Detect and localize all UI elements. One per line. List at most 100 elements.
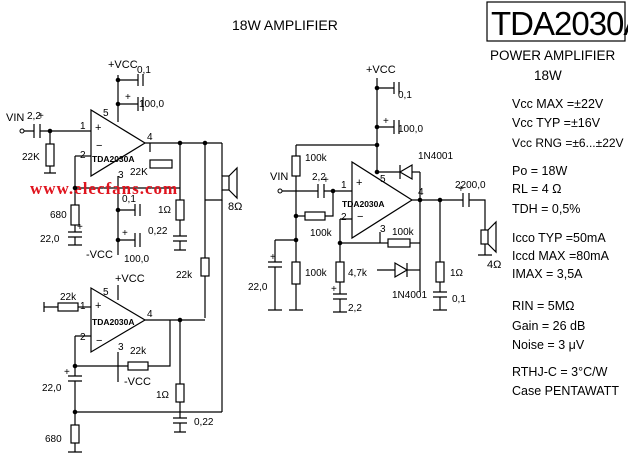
right-rfb-label: 100k xyxy=(392,227,415,238)
ic2-plus: + xyxy=(95,300,101,312)
ic3-pin3: 3 xyxy=(380,224,386,235)
svg-text:+: + xyxy=(458,184,464,195)
right-cin-label: 2,2 xyxy=(312,172,326,183)
ic2-pin3: 3 xyxy=(118,342,124,353)
ic3-pin2: 2 xyxy=(341,212,347,223)
ic1-pin5: 5 xyxy=(103,108,109,119)
spec-imax: IMAX = 3,5A xyxy=(512,267,583,281)
right-speaker-label: 4Ω xyxy=(487,259,501,271)
left-cgnd-label: 22,0 xyxy=(40,234,60,245)
left-vcc-pos-label: +VCC xyxy=(108,59,138,71)
left-c-zobel-label: 0,22 xyxy=(148,226,168,237)
ic2-rgnd-label: 680 xyxy=(45,434,62,445)
ic2-pin4: 4 xyxy=(147,309,153,320)
spec-noise: Noise = 3 μV xyxy=(512,338,585,352)
right-c-bypass-small-label: 0,1 xyxy=(398,90,412,101)
right-amplifier: TDA2030A + − 1 2 5 3 4 +VCC 0,1 + 100,0 … xyxy=(248,64,501,314)
junction-dots xyxy=(47,77,443,415)
ic2-vcc-pos-label: +VCC xyxy=(115,273,145,285)
left-c-bypass-small-neg-label: 0,1 xyxy=(122,194,136,205)
right-vcc-pos-label: +VCC xyxy=(366,64,396,76)
subtitle-18w: 18W xyxy=(534,68,562,83)
right-cout-label: 2200,0 xyxy=(455,180,486,191)
left-rbridge-label: 22k xyxy=(176,270,193,281)
svg-text:+: + xyxy=(38,111,44,122)
right-rgnd-label: 4,7k xyxy=(348,268,368,279)
left-upper-amplifier: TDA2030A + − 1 2 5 3 4 VIN 2,2 + 22K +VC… xyxy=(6,59,242,412)
ic2-vcc-neg-label: -VCC xyxy=(124,376,151,388)
ic3-minus: − xyxy=(357,211,363,223)
ic2-czobel-label: 0,22 xyxy=(194,417,214,428)
right-rzobel-label: 1Ω xyxy=(450,268,464,279)
spec-tdh: TDH = 0,5% xyxy=(512,202,580,216)
right-rbias-top-label: 100k xyxy=(305,153,328,164)
ic1-label: TDA2030A xyxy=(92,154,135,164)
spec-vcc-range: Vcc RNG =±6...±22V xyxy=(512,136,624,150)
ic1-opamp-symbol xyxy=(90,108,147,178)
spec-icco: Icco TYP =50mA xyxy=(512,231,606,245)
left-vin-label: VIN xyxy=(6,112,24,124)
watermark: www.elecfans.com xyxy=(30,179,178,198)
ic3-opamp-symbol xyxy=(351,160,414,240)
spec-rin: RIN = 5MΩ xyxy=(512,299,574,313)
spec-vcc-typ: Vcc TYP =±16V xyxy=(512,116,601,130)
subtitle-power-amplifier: POWER AMPLIFIER xyxy=(490,48,616,63)
chip-title-box xyxy=(486,1,626,42)
right-cbias-label: 22,0 xyxy=(248,282,268,293)
ic3-pin4: 4 xyxy=(418,187,424,198)
right-czobel-label: 0,1 xyxy=(452,294,466,305)
ic2-minus: − xyxy=(96,335,102,347)
left-vcc-neg-label: -VCC xyxy=(86,249,113,261)
right-diode-bottom-label: 1N4001 xyxy=(392,290,427,301)
left-c-bypass-big-label: 100,0 xyxy=(139,99,164,110)
spec-vcc-max: Vcc MAX =±22V xyxy=(512,97,604,111)
right-rbias-bottom-label: 100k xyxy=(305,268,328,279)
svg-text:+: + xyxy=(64,367,70,378)
spec-list: Vcc MAX =±22V Vcc TYP =±16V Vcc RNG =±6.… xyxy=(512,97,624,398)
left-rzobel-label: 1Ω xyxy=(158,205,172,216)
ic1-pin1: 1 xyxy=(80,121,86,132)
spec-iccd: Iccd MAX =80mA xyxy=(512,249,610,263)
chip-title: TDA2030A xyxy=(491,5,628,42)
right-diode-top-label: 1N4001 xyxy=(418,151,453,162)
ic3-pin1: 1 xyxy=(341,180,347,191)
svg-text:+: + xyxy=(125,92,131,103)
ic1-pin4: 4 xyxy=(147,132,153,143)
schematic-title: 18W AMPLIFIER xyxy=(232,17,338,33)
ic1-pin3: 3 xyxy=(118,170,124,181)
svg-text:+: + xyxy=(383,116,389,127)
right-vin-label: VIN xyxy=(270,171,288,183)
ic2-cgnd-label: 22,0 xyxy=(42,383,62,394)
left-rgnd-label: 680 xyxy=(50,210,67,221)
spec-rl: RL = 4 Ω xyxy=(512,182,562,196)
ic2-rfb-label: 22k xyxy=(130,346,147,357)
left-cin-label: 2,2 xyxy=(27,111,41,122)
right-c-bypass-big-label: 100,0 xyxy=(398,124,423,135)
left-c-bypass-big-neg-label: 100,0 xyxy=(124,254,149,265)
ic2-label: TDA2030A xyxy=(92,317,135,327)
ic3-pin5: 5 xyxy=(380,174,386,185)
svg-text:+: + xyxy=(122,228,128,239)
left-rfb-label: 22K xyxy=(130,167,148,178)
svg-text:+: + xyxy=(270,252,276,263)
svg-text:+: + xyxy=(331,284,337,295)
ic2-opamp-symbol xyxy=(90,286,147,354)
left-rin-label: 22K xyxy=(22,152,40,163)
ic1-plus: + xyxy=(95,122,101,134)
spec-po: Po = 18W xyxy=(512,164,567,178)
left-lower-amplifier: TDA2030A + − 1 2 5 3 4 +VCC 22k 22k 22,0… xyxy=(42,273,222,453)
right-rbias-in-label: 100k xyxy=(310,228,333,239)
ic3-label: TDA2030A xyxy=(342,199,385,209)
ic2-rzobel-label: 1Ω xyxy=(156,390,170,401)
left-c-bypass-small-label: 0,1 xyxy=(137,65,151,76)
svg-text:+: + xyxy=(77,222,83,233)
spec-case: Case PENTAWATT xyxy=(512,384,619,398)
ic2-rin-label: 22k xyxy=(60,292,77,303)
spec-gain: Gain = 26 dB xyxy=(512,319,585,333)
ic2-pin2: 2 xyxy=(80,332,86,343)
ic3-plus: + xyxy=(356,177,362,189)
ic2-pin5: 5 xyxy=(103,287,109,298)
spec-rthj: RTHJ-C = 3°C/W xyxy=(512,365,608,379)
right-cgnd-label: 2,2 xyxy=(348,303,362,314)
